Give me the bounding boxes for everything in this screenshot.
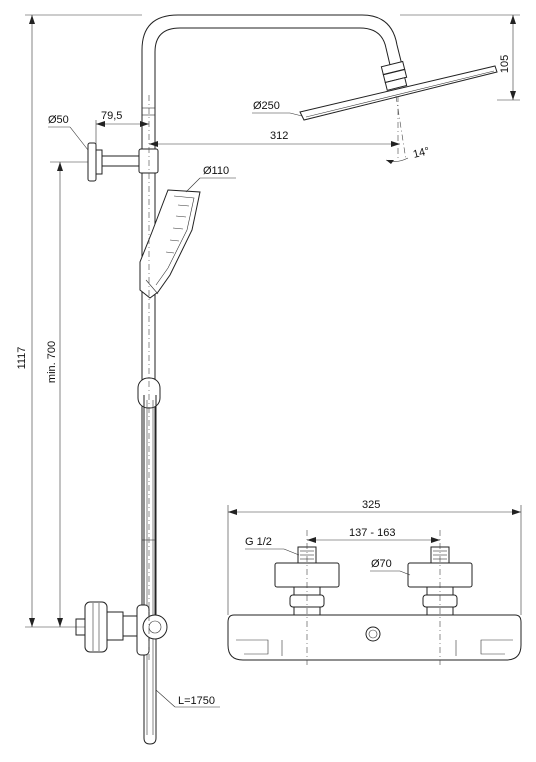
- head-reach-label: 312: [270, 130, 288, 142]
- rosette-diameter-label: Ø50: [48, 114, 69, 126]
- mixer-side-view: [75, 601, 168, 656]
- dimension-labels: 105 Ø250 79,5 Ø50 312 14° Ø110 1117 min.…: [16, 55, 511, 707]
- dimension-lines: [25, 14, 520, 708]
- wall-to-pipe-label: 79,5: [101, 110, 122, 122]
- mixer-width-label: 325: [362, 499, 380, 511]
- hand-shower: [139, 189, 201, 299]
- shower-hose: [143, 395, 157, 745]
- head-angle-label: 14°: [412, 145, 431, 161]
- head-height-label: 105: [499, 55, 511, 73]
- connection-thread-label: G 1/2: [245, 536, 272, 548]
- wall-bracket: [87, 142, 159, 182]
- overhead-shower-head: [299, 65, 498, 121]
- min-height-label: min. 700: [46, 341, 58, 383]
- shower-column: [75, 14, 498, 745]
- mixer-dimension-lines: [227, 505, 522, 615]
- total-height-label: 1117: [16, 347, 28, 370]
- eccentric-diameter-label: Ø70: [371, 558, 392, 570]
- centres-label: 137 - 163: [349, 527, 395, 539]
- mixer-front-view: [227, 530, 522, 665]
- head-diameter-label: Ø250: [253, 100, 280, 112]
- hose-length-label: L=1750: [178, 695, 215, 707]
- handshower-diameter-label: Ø110: [203, 165, 229, 177]
- head-connector: [380, 60, 408, 91]
